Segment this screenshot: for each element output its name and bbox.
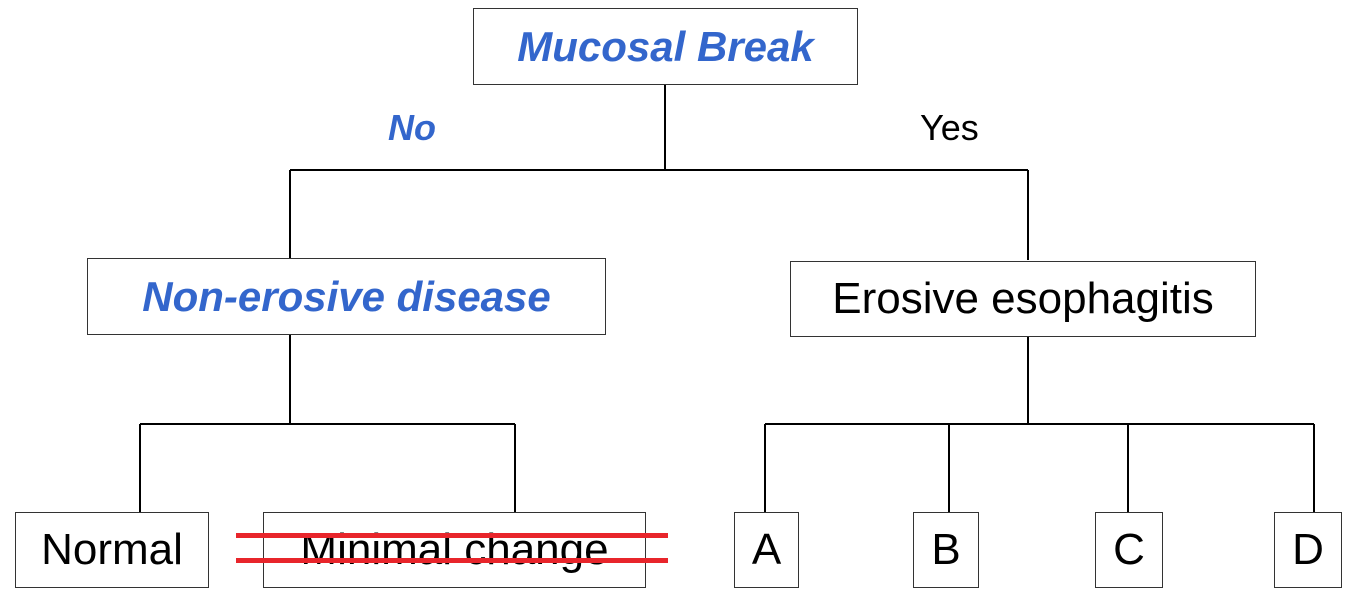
strikethrough-line-top — [236, 533, 668, 538]
root-node: Mucosal Break — [473, 8, 858, 85]
grade-c-node: C — [1095, 512, 1163, 588]
non-erosive-node: Non-erosive disease — [87, 258, 606, 335]
grade-a-node: A — [734, 512, 799, 588]
grade-d-node: D — [1274, 512, 1342, 588]
normal-label: Normal — [41, 525, 183, 574]
erosive-node: Erosive esophagitis — [790, 261, 1256, 337]
no-branch-label: No — [388, 107, 436, 148]
non-erosive-label: Non-erosive disease — [142, 272, 551, 320]
grade-b-label: B — [931, 525, 961, 574]
normal-node: Normal — [15, 512, 209, 588]
grade-d-label: D — [1292, 525, 1324, 574]
grade-b-node: B — [913, 512, 979, 588]
erosive-label: Erosive esophagitis — [832, 274, 1214, 323]
grade-a-label: A — [751, 525, 782, 574]
grade-c-label: C — [1113, 525, 1145, 574]
strikethrough-line-bottom — [236, 558, 668, 563]
minimal-change-node: Minimal change — [263, 512, 646, 588]
root-node-label: Mucosal Break — [517, 22, 814, 70]
yes-branch-label: Yes — [920, 107, 979, 148]
